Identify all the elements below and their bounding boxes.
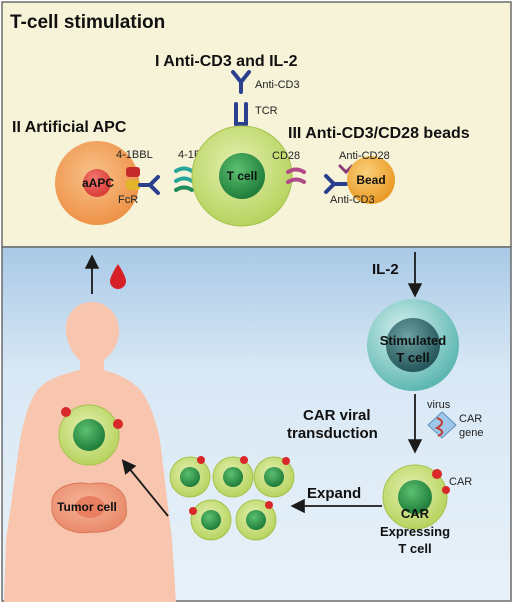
tcr-label: TCR <box>255 105 278 117</box>
cd28-receptor-icon <box>286 167 306 184</box>
car-expr-label-3: T cell <box>398 541 431 556</box>
method-one-label: I Anti-CD3 and IL-2 <box>155 53 298 70</box>
title: T-cell stimulation <box>10 12 165 33</box>
aapc-label: aAPC <box>82 176 114 190</box>
car-receptor-icon <box>442 486 450 494</box>
bead <box>347 156 395 204</box>
blood-drop-icon <box>110 264 126 289</box>
car-label: CAR <box>449 476 472 488</box>
car-gene-label-2: gene <box>459 427 483 439</box>
tumor-cell <box>51 482 128 534</box>
fcr-label: FcR <box>118 194 138 206</box>
expanded-t-cell <box>189 499 232 541</box>
bbl-ligand-icon <box>126 167 140 177</box>
method-three-label: III Anti-CD3/CD28 beads <box>288 125 470 142</box>
virus-label: virus <box>427 399 451 411</box>
expanded-t-cell <box>169 456 211 498</box>
bead-label: Bead <box>356 173 385 187</box>
car-viral-label-1: CAR viral <box>303 407 371 424</box>
virus-icon <box>427 411 457 439</box>
anti-cd3-antibody-icon <box>231 70 251 94</box>
car-gene-label-1: CAR <box>459 413 482 425</box>
expand-label: Expand <box>307 485 361 502</box>
anti-cd3-bead-label: Anti-CD3 <box>330 194 375 206</box>
expanded-t-cell <box>253 456 295 498</box>
car-viral-label-2: transduction <box>287 425 378 442</box>
car-t-cell <box>382 464 450 530</box>
il2-label: IL-2 <box>372 261 399 278</box>
anti-cd28-label: Anti-CD28 <box>339 150 390 162</box>
aapc-cell <box>55 141 139 225</box>
expanded-cell-cluster <box>169 456 295 541</box>
stimulated-label-2: T cell <box>396 350 429 365</box>
infusion-arrow <box>121 459 169 517</box>
t-cell <box>191 125 293 227</box>
tcr-receptor-icon <box>234 102 248 126</box>
tumor-cell-label: Tumor cell <box>57 500 117 514</box>
expanded-t-cell <box>235 499 277 541</box>
bead-anti-cd28-icon <box>338 164 354 175</box>
car-receptor-icon <box>432 469 442 479</box>
car-expr-label-2: Expressing <box>380 524 450 539</box>
stimulated-label-1: Stimulated <box>380 333 447 348</box>
expanded-t-cell <box>212 456 254 498</box>
stimulated-t-cell <box>367 299 459 391</box>
bb-receptor-icon <box>174 166 194 192</box>
method-two-label: II Artificial APC <box>12 119 127 136</box>
fcr-receptor-icon <box>126 180 140 190</box>
t-cell-label: T cell <box>227 169 258 183</box>
car-expr-label-1: CAR <box>401 506 430 521</box>
bbl-label: 4-1BBL <box>116 149 153 161</box>
body-car-t-cell <box>58 404 123 466</box>
fcr-antibody-icon <box>138 175 160 195</box>
anti-cd3-top-label: Anti-CD3 <box>255 79 300 91</box>
bead-antibody-icon <box>324 174 348 194</box>
cd28-label: CD28 <box>272 150 300 162</box>
